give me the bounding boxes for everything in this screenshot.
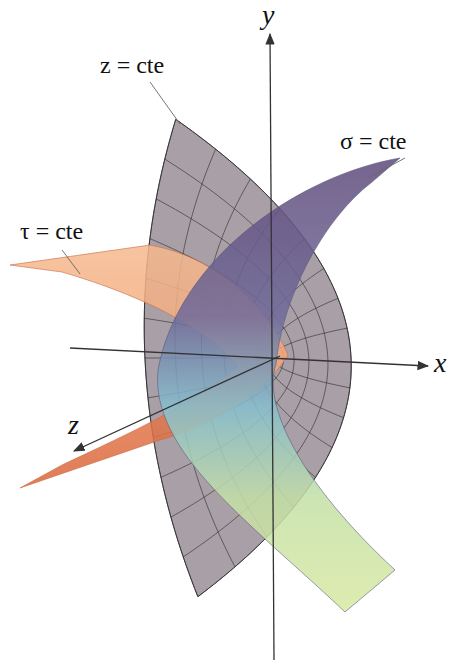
surface-label: σ = cte: [338, 128, 408, 154]
axis-label: x: [432, 348, 448, 379]
leader-line: [150, 82, 180, 124]
z-axis: [74, 356, 280, 451]
surface-label: z = cte: [98, 52, 166, 78]
surface-label: τ = cte: [18, 218, 85, 244]
x-axis: [70, 348, 428, 366]
sigma-surface: [158, 158, 400, 612]
leader-line: [368, 158, 405, 178]
axis-label: y: [260, 0, 276, 31]
leader-line: [62, 250, 80, 274]
y-axis: [270, 34, 274, 660]
axis-label: z: [66, 410, 81, 441]
